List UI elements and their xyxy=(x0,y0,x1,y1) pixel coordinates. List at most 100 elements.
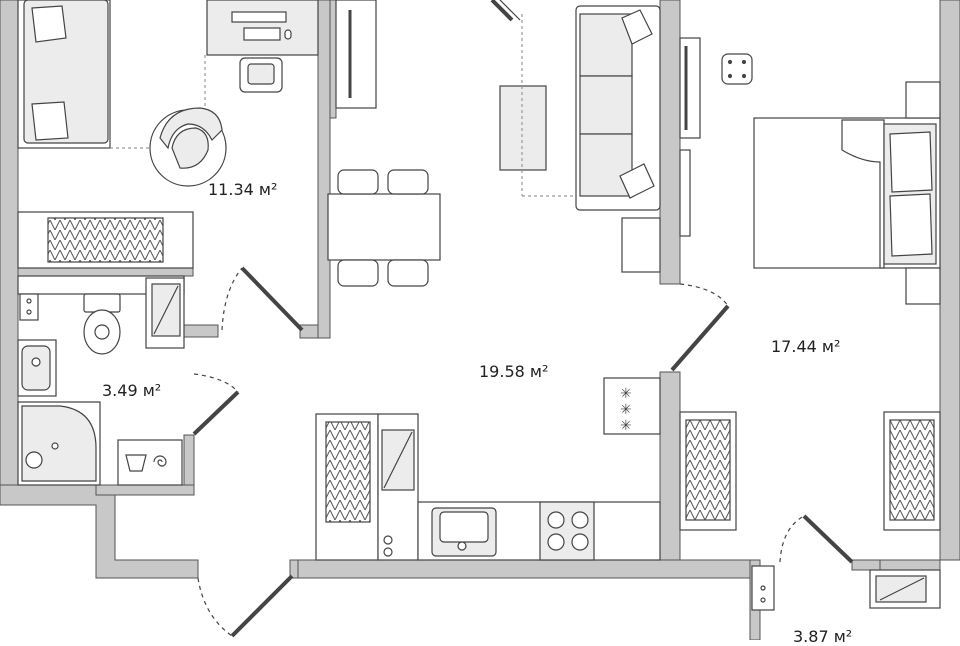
wall-partition-1 xyxy=(317,0,331,339)
wardrobe-hanger xyxy=(889,419,935,521)
wardrobe-hanger xyxy=(47,217,164,263)
wall-door-frame-small xyxy=(299,324,319,339)
room-area-bathroom-2: 3.87 м² xyxy=(793,627,853,646)
door-swing xyxy=(193,373,239,393)
toilet-bowl-inner xyxy=(94,324,110,340)
nightstand xyxy=(905,81,941,119)
door-leaf xyxy=(802,514,854,564)
wall-partition-1-top xyxy=(329,0,337,119)
kitchen-sink-basin xyxy=(439,511,489,543)
wall-bath-right xyxy=(183,434,195,491)
wall-bedroom-bath xyxy=(17,267,194,277)
armchair-back xyxy=(159,107,223,150)
bed-blanket xyxy=(841,119,885,269)
outlet-icon xyxy=(19,293,39,321)
wall-entry-stub xyxy=(289,559,299,579)
burner-icon xyxy=(571,511,589,529)
shower-head-icon xyxy=(25,451,43,469)
sofa-seat xyxy=(579,133,633,197)
desk-chair-seat xyxy=(247,63,275,85)
door-leaf xyxy=(670,304,730,372)
wall-outer-left xyxy=(0,0,19,506)
monitor-icon xyxy=(231,11,287,23)
mouse-icon xyxy=(284,29,292,40)
shelf-unit xyxy=(621,217,661,273)
snowflake-icon: ✳ xyxy=(620,418,632,434)
burner-icon xyxy=(547,511,565,529)
wardrobe-hanger xyxy=(685,419,731,521)
pillow-icon xyxy=(31,101,69,141)
shower-tray xyxy=(21,405,97,482)
laundry-basin-icon xyxy=(125,454,147,472)
tv-shelf xyxy=(679,37,701,139)
wall-outer-right xyxy=(939,0,960,561)
coffee-table xyxy=(499,85,547,171)
door-leaf xyxy=(192,390,240,436)
towel-dryer-line xyxy=(879,577,925,601)
wall-outer-bottom-left xyxy=(0,484,199,579)
wall-partition-2-lower xyxy=(659,371,681,561)
drain-icon xyxy=(51,442,59,450)
snowflake-icon: ✳ xyxy=(620,402,632,418)
room-area-bedroom-large: 17.44 м² xyxy=(771,337,841,356)
door-swing xyxy=(679,283,729,307)
room-area-living-kitchen: 19.58 м² xyxy=(479,362,549,381)
pillow-icon xyxy=(31,5,67,43)
stove xyxy=(539,501,595,561)
tv-shelf xyxy=(679,149,691,237)
snowflake-icon: ✳ xyxy=(620,386,632,402)
chair xyxy=(337,169,379,195)
room-area-bedroom-small: 11.34 м² xyxy=(208,180,278,199)
door-leaf xyxy=(230,574,294,638)
pillow-icon xyxy=(889,131,933,193)
chair xyxy=(387,259,429,287)
pillow-icon xyxy=(889,193,933,257)
doors xyxy=(192,0,854,638)
chair xyxy=(337,259,379,287)
dining-table xyxy=(327,193,441,261)
door-swing xyxy=(221,267,243,331)
knob-icon xyxy=(383,535,393,545)
keyboard-icon xyxy=(243,27,281,41)
pillow-icon xyxy=(619,163,655,199)
tv-stand xyxy=(335,0,377,109)
dishwasher xyxy=(603,377,661,435)
door-leaf xyxy=(240,266,304,332)
faucet-icon xyxy=(457,541,467,551)
sink-basin xyxy=(21,345,51,391)
nightstand xyxy=(905,267,941,305)
kitchen-cabinet-hanger xyxy=(325,421,371,523)
sofa-seat xyxy=(579,13,633,77)
door-swing xyxy=(779,515,805,563)
wall-bath-bottom xyxy=(95,484,195,496)
outlet-icon xyxy=(26,309,32,315)
burner-icon xyxy=(547,533,565,551)
wash-spiral-icon xyxy=(153,455,167,467)
towel-dryer-line xyxy=(153,285,179,335)
pillow-icon xyxy=(621,9,653,45)
toilet-tank xyxy=(83,293,121,313)
wall-bath2-right-top xyxy=(879,559,941,571)
wall-partition-2 xyxy=(659,0,681,285)
armrest xyxy=(499,0,521,21)
wall-bath-stub xyxy=(183,324,219,338)
faucet-icon xyxy=(31,357,41,367)
socket-icon xyxy=(721,53,753,85)
bathroom-furniture xyxy=(17,275,185,486)
armchair-seat xyxy=(171,127,209,169)
outlet-icon xyxy=(26,298,32,304)
fridge-line xyxy=(383,431,413,489)
room-area-bathroom: 3.49 м² xyxy=(102,381,162,400)
bedroom-small-furniture xyxy=(17,0,319,269)
bathroom-2-furniture xyxy=(751,565,941,611)
sofa-seat xyxy=(579,75,633,135)
chair xyxy=(387,169,429,195)
living-furniture: ✳ ✳ ✳ xyxy=(315,0,661,561)
knob-icon xyxy=(383,547,393,557)
door-leaf xyxy=(490,0,514,22)
wall-corridor-bottom xyxy=(293,559,751,579)
bedroom-large-furniture xyxy=(679,37,941,531)
burner-icon xyxy=(571,533,589,551)
